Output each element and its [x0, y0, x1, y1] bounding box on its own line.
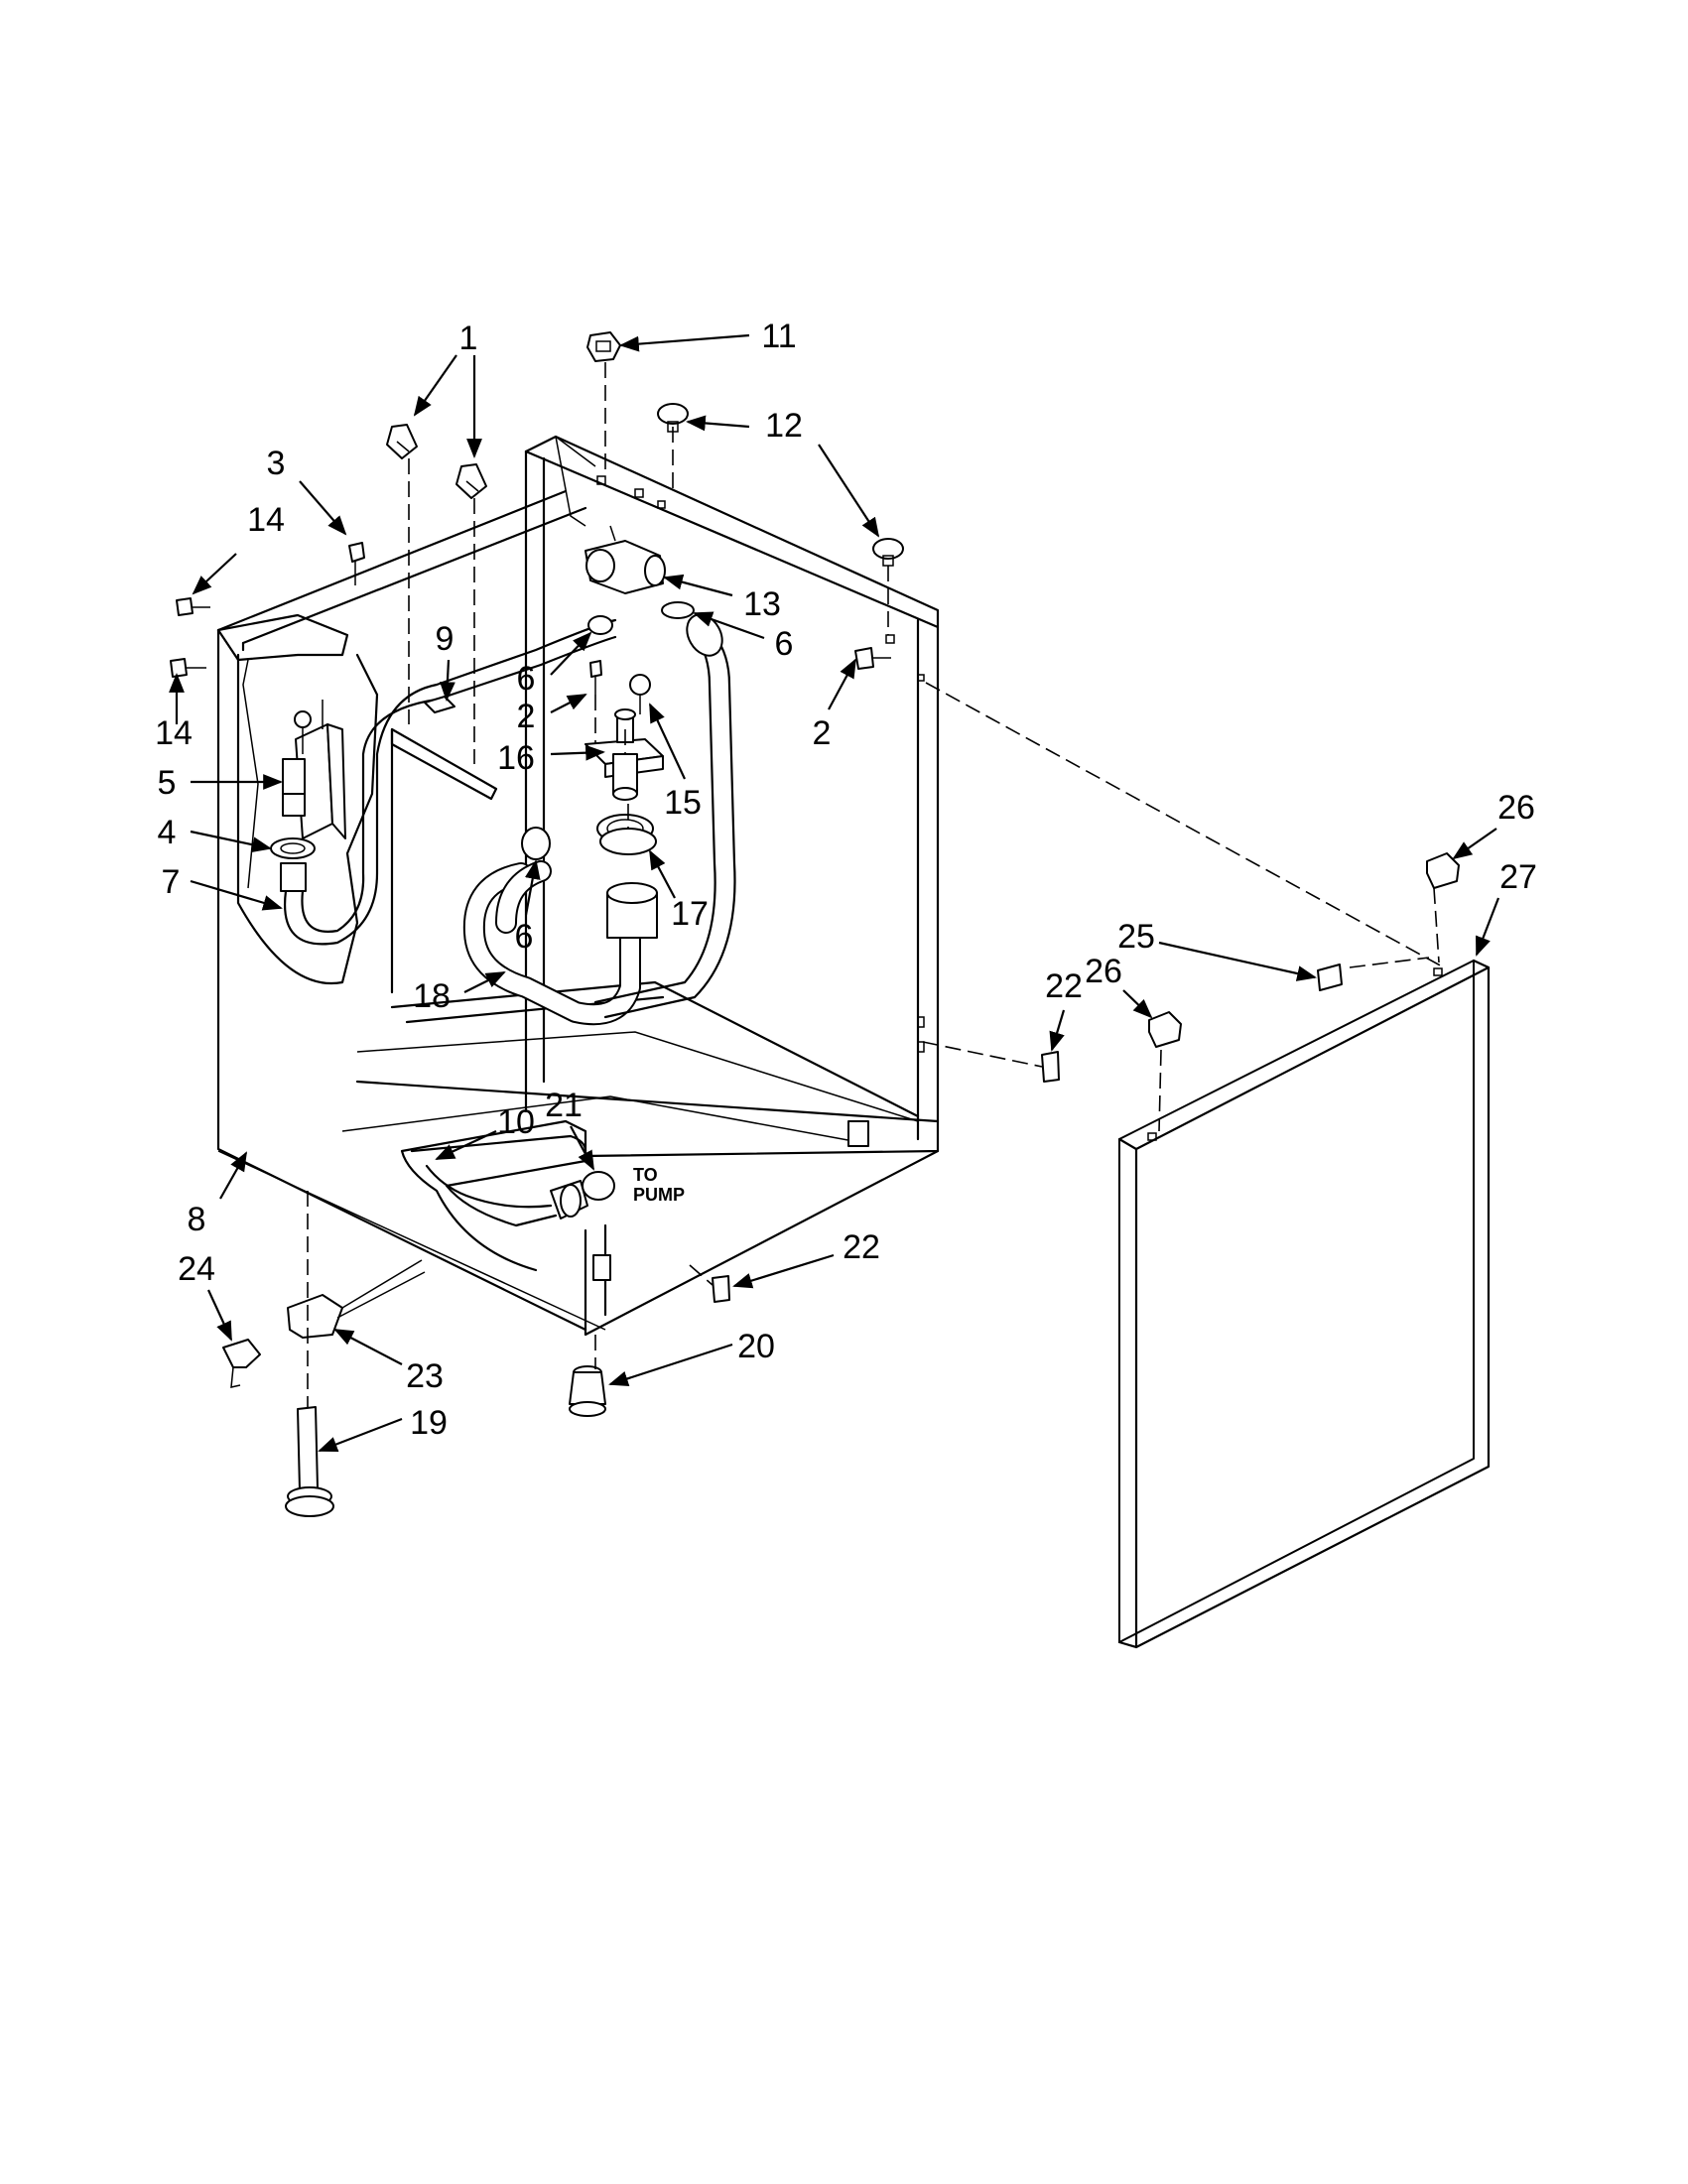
- callout-8: 8: [188, 1201, 206, 1238]
- clip-1b: [455, 463, 487, 499]
- callout-24: 24: [178, 1250, 215, 1288]
- nut-11: [586, 331, 621, 362]
- callout-26b: 26: [1497, 789, 1535, 827]
- alignment-lines: [307, 362, 1445, 1407]
- leveling-leg-19: [285, 1406, 334, 1517]
- leg-bracket-23: [287, 1259, 426, 1339]
- hose-clamp-4: [270, 837, 316, 859]
- screw-3: [348, 542, 365, 585]
- clip-26a: [1426, 852, 1460, 889]
- clip-22-right: [1041, 1051, 1060, 1083]
- callout-26a: 26: [1085, 953, 1122, 990]
- screw-14a: [176, 597, 210, 616]
- callout-20: 20: [737, 1328, 775, 1365]
- callout-15: 15: [664, 784, 702, 822]
- callout-16: 16: [497, 739, 535, 777]
- screw-14b: [170, 658, 206, 678]
- clip-24: [222, 1339, 261, 1388]
- inlet-valve-bracket: [216, 613, 379, 985]
- clamp-21: [582, 1171, 615, 1201]
- leader-lines: [169, 333, 1500, 1453]
- fill-hose-7: [280, 618, 617, 946]
- callout-6c: 6: [515, 918, 534, 956]
- callout-21: 21: [545, 1087, 583, 1124]
- callout-3: 3: [267, 445, 286, 482]
- plug-12b: [872, 538, 904, 567]
- clamp-17: [599, 828, 657, 855]
- callout-27: 27: [1499, 858, 1537, 896]
- callout-14a: 14: [247, 501, 285, 539]
- callout-22b: 22: [843, 1228, 880, 1266]
- note-pump: PUMP: [633, 1185, 685, 1205]
- front-panel: [1117, 959, 1491, 1649]
- water-valve: [282, 700, 346, 839]
- callout-11: 11: [761, 318, 796, 355]
- callout-25: 25: [1117, 918, 1155, 956]
- callout-7: 7: [162, 863, 181, 901]
- callout-13: 13: [743, 585, 781, 623]
- leveling-foot-20: [569, 1365, 606, 1417]
- callout-6b: 6: [775, 625, 794, 663]
- connector-13: [584, 525, 666, 594]
- callout-18: 18: [413, 977, 451, 1015]
- clip-25: [1317, 964, 1343, 991]
- clamp-6c: [521, 827, 551, 860]
- callout-5: 5: [158, 764, 177, 802]
- note-to: TO: [633, 1165, 658, 1185]
- pump-assembly: [584, 674, 664, 801]
- clip-9: [424, 696, 455, 713]
- callout-22a: 22: [1045, 967, 1083, 1005]
- clamp-6a: [587, 615, 613, 635]
- screw-2a: [589, 660, 602, 695]
- clamp-6b: [661, 601, 695, 619]
- callout-9: 9: [436, 620, 454, 658]
- plug-12a: [657, 403, 689, 433]
- clip-26b: [1148, 1011, 1182, 1048]
- screw-2b: [854, 647, 891, 670]
- clip-22-bottom: [712, 1275, 730, 1303]
- cabinet-frame: [216, 435, 940, 1337]
- callout-17: 17: [671, 895, 709, 933]
- callout-6a: 6: [517, 660, 536, 698]
- callout-1: 1: [459, 320, 478, 357]
- callout-14b: 14: [155, 714, 193, 752]
- clip-1a: [386, 424, 418, 459]
- callout-2b: 2: [813, 714, 832, 752]
- callout-23: 23: [406, 1357, 444, 1395]
- callout-12: 12: [765, 407, 803, 445]
- callout-4: 4: [158, 814, 177, 851]
- callout-19: 19: [410, 1404, 448, 1442]
- callout-2a: 2: [517, 698, 536, 735]
- drain-hose-10: [400, 1119, 588, 1272]
- callouts: 1 3 14 14 5 4 7 9 6 2 16 15 11 12 13 6 2…: [155, 318, 1537, 1442]
- callout-10: 10: [497, 1103, 535, 1141]
